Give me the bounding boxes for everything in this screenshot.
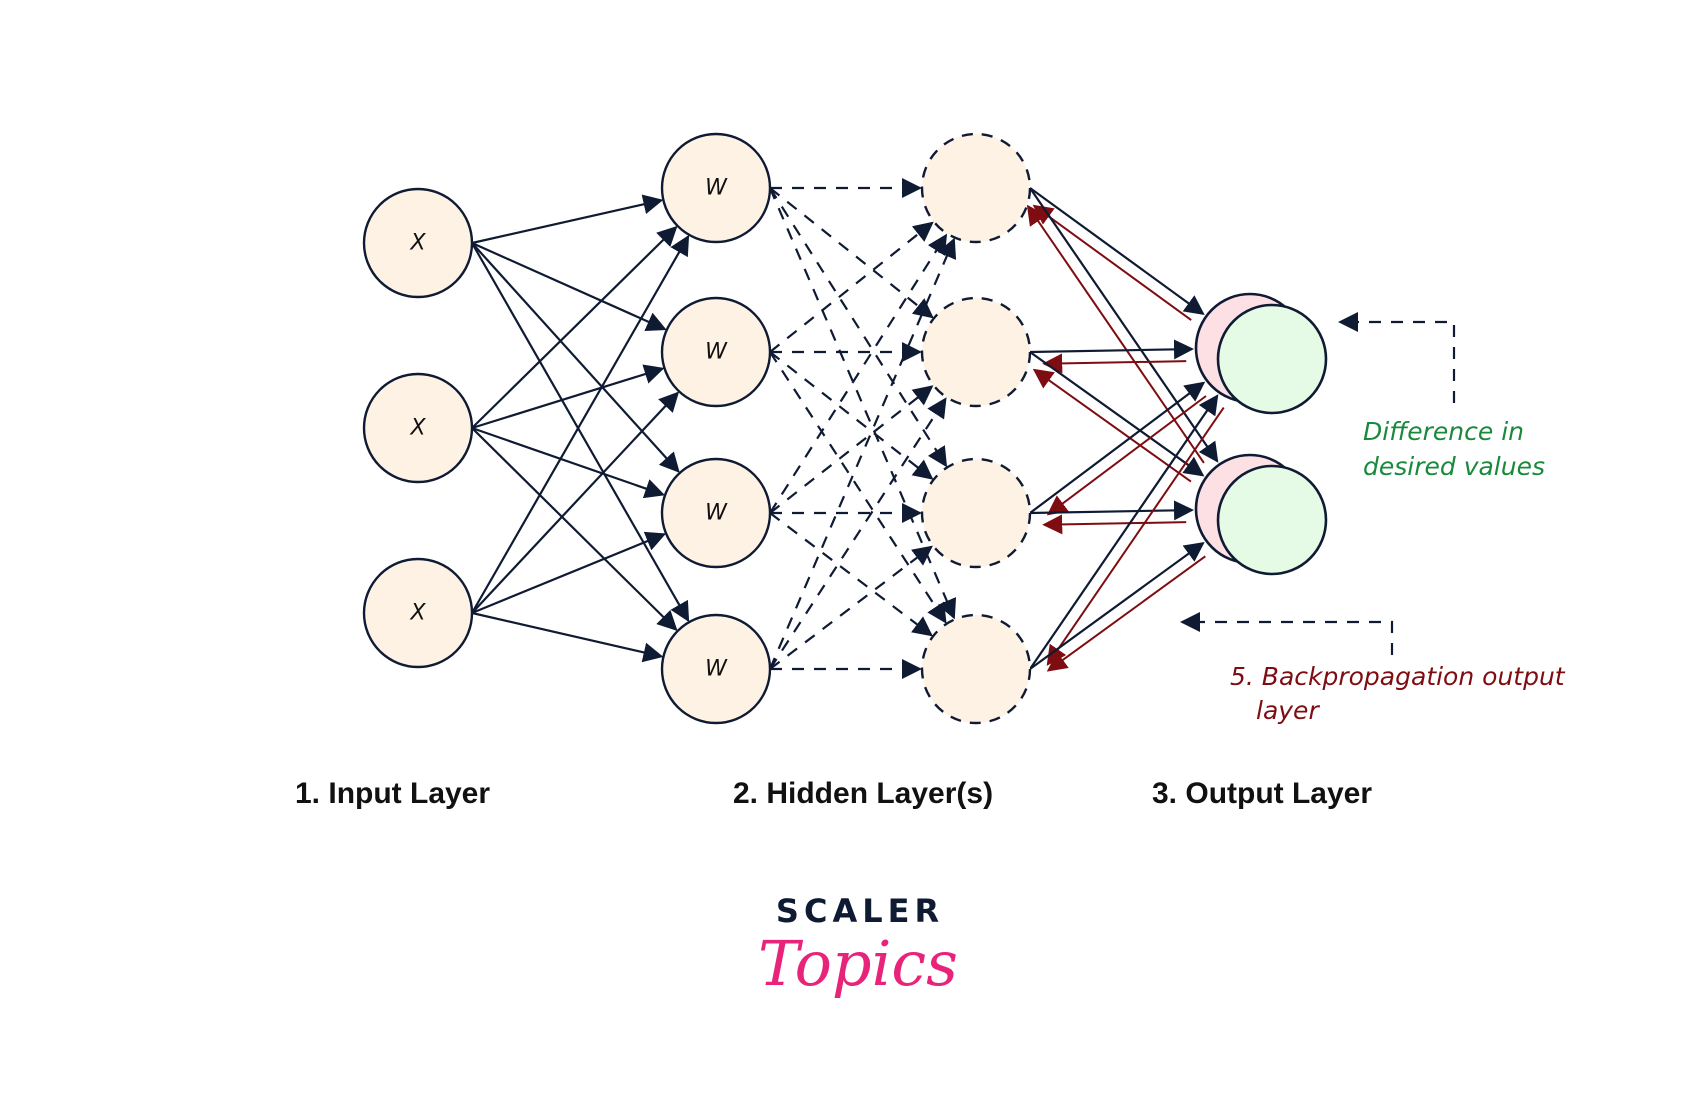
- input-node: X: [362, 372, 474, 484]
- input-to-hidden-edge: [471, 611, 664, 663]
- input-to-hidden-edge: [471, 242, 680, 473]
- hidden-to-hidden-edge: [769, 187, 934, 319]
- input-to-hidden-edge: [471, 426, 666, 499]
- hidden-to-hidden-edge: [769, 545, 933, 670]
- backprop-connector: [1180, 612, 1394, 655]
- hidden-to-output-edge: [1029, 187, 1219, 463]
- difference-connector: [1338, 312, 1456, 403]
- difference-note-line2: desired values: [1363, 452, 1545, 481]
- hidden-layer-2: [920, 132, 1032, 725]
- hidden-node-label: W: [705, 340, 728, 365]
- hidden-node-label: W: [705, 176, 728, 201]
- input-node-label: X: [409, 601, 426, 626]
- output-node: [1194, 292, 1328, 415]
- backprop-edge: [1032, 204, 1192, 321]
- connections: [471, 178, 1225, 679]
- backprop-edge: [1042, 353, 1187, 374]
- input-node: X: [362, 187, 474, 299]
- input-to-hidden-edge: [471, 531, 667, 615]
- hidden-node: W: [660, 457, 772, 569]
- input-to-hidden-edge: [471, 242, 690, 623]
- hidden-to-hidden-edge: [769, 233, 948, 514]
- input-to-hidden-edge: [471, 391, 680, 614]
- dashed-hidden-node: [920, 613, 1032, 725]
- hidden-to-output-edge: [1029, 339, 1195, 360]
- logo-topics-text: Topics: [758, 927, 958, 1000]
- hidden-to-output-edge: [1029, 187, 1205, 316]
- hidden-to-output-edge: [1029, 394, 1219, 670]
- backprop-edge: [1032, 368, 1192, 483]
- hidden-node: W: [660, 613, 772, 725]
- hidden-to-hidden-edge: [769, 351, 934, 480]
- input-layer: X X X: [362, 187, 474, 669]
- output-layer: [1194, 292, 1328, 576]
- hidden-node: W: [660, 296, 772, 408]
- output-node-desired: [1216, 464, 1328, 576]
- input-to-hidden-edge: [471, 364, 665, 430]
- logo-scaler-text: SCALER: [776, 892, 944, 930]
- input-node: X: [362, 557, 474, 669]
- input-node-label: X: [409, 231, 426, 256]
- input-to-hidden-edge: [471, 225, 678, 429]
- input-to-hidden-edge: [471, 194, 664, 245]
- scaler-topics-logo: SCALER Topics: [758, 892, 958, 1000]
- backprop-edge: [1046, 395, 1207, 516]
- hidden-node: W: [660, 132, 772, 244]
- hidden-to-hidden-edge: [769, 187, 948, 468]
- input-node-label: X: [409, 416, 426, 441]
- backprop-note-line2: layer: [1256, 696, 1320, 725]
- hidden-to-hidden-edge: [769, 351, 947, 624]
- input-to-hidden-edge: [471, 241, 667, 331]
- input-layer-label: 1. Input Layer: [295, 777, 490, 810]
- dashed-hidden-node: [920, 296, 1032, 408]
- output-node: [1194, 453, 1328, 576]
- input-to-hidden-edge: [471, 234, 690, 614]
- hidden-to-output-edge: [1029, 500, 1195, 521]
- hidden-to-hidden-edge: [768, 237, 957, 670]
- difference-note-line1: Difference in: [1363, 417, 1524, 446]
- output-node-desired: [1216, 303, 1328, 415]
- hidden-to-output-edge: [1029, 541, 1205, 670]
- backprop-edge: [1046, 407, 1225, 666]
- hidden-node-label: W: [705, 657, 728, 682]
- hidden-to-hidden-edge: [769, 512, 933, 637]
- hidden-layer-label: 2. Hidden Layer(s): [733, 777, 993, 810]
- output-layer-label: 3. Output Layer: [1152, 777, 1372, 810]
- backprop-edge: [1042, 514, 1187, 535]
- backprop-note-line1: 5. Backpropagation output: [1230, 662, 1566, 691]
- hidden-to-output-edge: [1029, 381, 1206, 514]
- dashed-hidden-node: [920, 457, 1032, 569]
- hidden-to-hidden-edge: [769, 221, 934, 353]
- input-to-hidden-edge: [471, 427, 678, 632]
- hidden-to-hidden-edge: [769, 397, 947, 670]
- hidden-to-hidden-edge: [769, 385, 934, 514]
- hidden-to-output-edge: [1029, 351, 1205, 477]
- hidden-node-label: W: [705, 501, 728, 526]
- backprop-edge: [1026, 204, 1205, 464]
- hidden-layer: W W W W: [660, 132, 772, 725]
- hidden-to-hidden-edge: [768, 187, 957, 620]
- backprop-edge: [1046, 555, 1206, 672]
- dashed-hidden-node: [920, 132, 1032, 244]
